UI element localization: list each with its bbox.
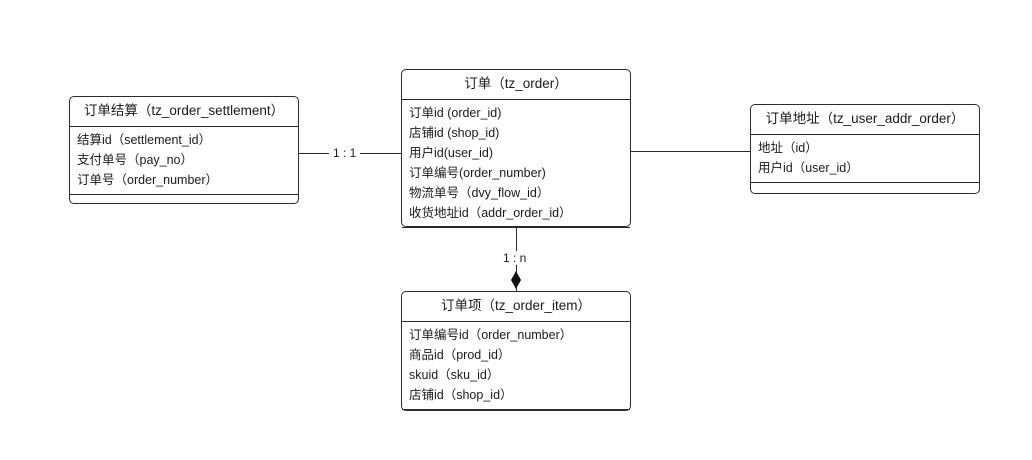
attribute-row: 支付单号（pay_no） (77, 152, 194, 167)
attribute-list-order: 订单id (order_id) 店铺id (shop_id) 用户id(user… (402, 100, 630, 228)
edge-order-address (631, 151, 751, 152)
entity-order-item[interactable]: 订单项（tz_order_item） 订单编号id（order_number） … (401, 291, 631, 411)
entity-footer-order-settlement (70, 195, 298, 217)
entity-order-settlement[interactable]: 订单结算（tz_order_settlement） 结算id（settlemen… (69, 96, 299, 204)
entity-footer-user-addr-order (751, 183, 979, 205)
attribute-row: 结算id（settlement_id） (77, 132, 212, 147)
entity-order[interactable]: 订单（tz_order） 订单id (order_id) 店铺id (shop_… (401, 69, 631, 228)
entity-title-order-settlement: 订单结算（tz_order_settlement） (70, 97, 298, 127)
entity-title-order-item: 订单项（tz_order_item） (402, 292, 630, 322)
attribute-row: 店铺id（shop_id） (409, 387, 513, 402)
attribute-row: 订单id (order_id) (409, 105, 502, 120)
attribute-row: 地址（id） (758, 140, 818, 155)
attribute-list-user-addr-order: 地址（id） 用户id（user_id） (751, 135, 979, 183)
attribute-row: 订单号（order_number） (77, 172, 219, 187)
attribute-row: 物流单号（dvy_flow_id） (409, 185, 550, 200)
attribute-row: 用户id(user_id) (409, 145, 494, 160)
attribute-row: 收货地址id（addr_order_id） (409, 205, 572, 220)
entity-footer-order-item (402, 410, 630, 432)
attribute-row: 商品id（prod_id） (409, 347, 511, 362)
attribute-row: skuid（sku_id） (409, 367, 500, 382)
entity-footer-order (402, 228, 630, 250)
attribute-row: 店铺id (shop_id) (409, 125, 500, 140)
edge-label-order-item: 1 : n (499, 251, 531, 265)
attribute-list-order-settlement: 结算id（settlement_id） 支付单号（pay_no） 订单号（ord… (70, 127, 298, 195)
entity-user-addr-order[interactable]: 订单地址（tz_user_addr_order） 地址（id） 用户id（use… (750, 104, 980, 194)
attribute-row: 订单编号id（order_number） (409, 327, 573, 342)
attribute-row: 订单编号(order_number) (409, 165, 546, 180)
attribute-row: 用户id（user_id） (758, 160, 859, 175)
entity-title-user-addr-order: 订单地址（tz_user_addr_order） (751, 105, 979, 135)
edge-label-settlement-order: 1 : 1 (329, 146, 361, 160)
entity-title-order: 订单（tz_order） (402, 70, 630, 100)
attribute-list-order-item: 订单编号id（order_number） 商品id（prod_id） skuid… (402, 322, 630, 410)
